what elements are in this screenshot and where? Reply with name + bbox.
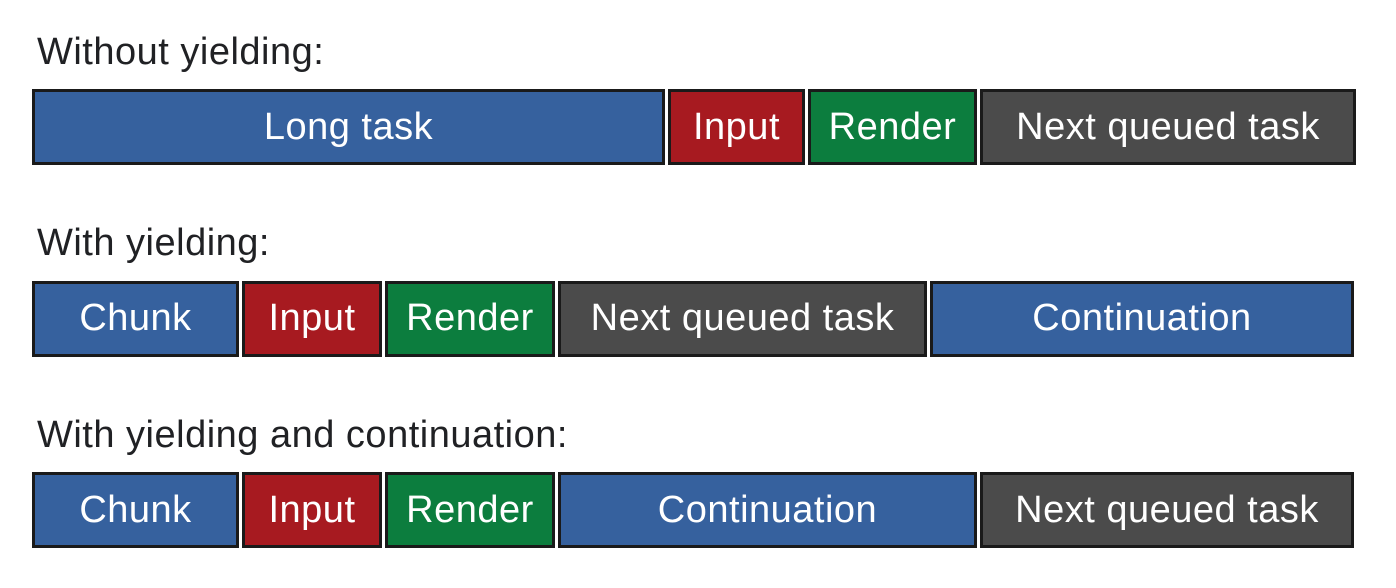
segment-continuation: Continuation xyxy=(930,280,1354,357)
segment-render: Render xyxy=(808,89,977,166)
section-title: Without yielding: xyxy=(37,31,325,73)
segment-next-queued-task: Next queued task xyxy=(558,280,927,357)
segment-next-queued-task: Next queued task xyxy=(980,472,1354,549)
section-title: With yielding: xyxy=(37,222,270,265)
segment-input: Input xyxy=(668,89,805,166)
segment-continuation: Continuation xyxy=(558,472,977,549)
segment-input: Input xyxy=(242,472,382,549)
segment-render: Render xyxy=(385,280,555,357)
segment-input: Input xyxy=(242,280,382,357)
segment-next-queued-task: Next queued task xyxy=(980,89,1356,166)
segment-long-task: Long task xyxy=(32,89,665,166)
segment-chunk: Chunk xyxy=(32,280,239,357)
segment-render: Render xyxy=(385,472,555,549)
segment-chunk: Chunk xyxy=(32,472,239,549)
section-title: With yielding and continuation: xyxy=(37,413,568,456)
